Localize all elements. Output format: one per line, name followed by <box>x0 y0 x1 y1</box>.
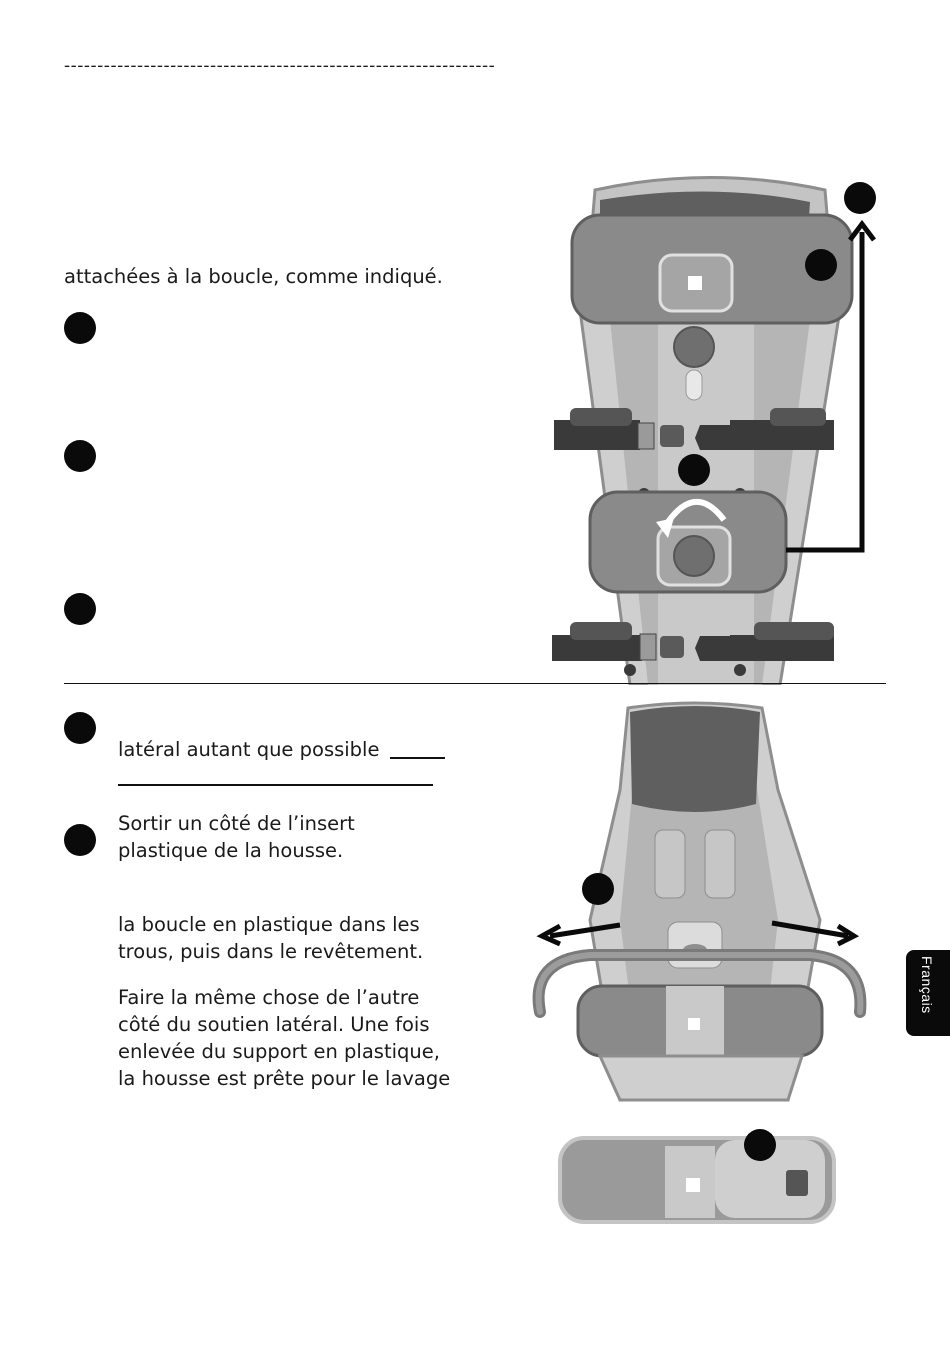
section-divider <box>64 683 886 684</box>
step-marker-5 <box>64 824 96 856</box>
step4-line4: la housse est prête pour le lavage <box>118 1067 451 1090</box>
seat-illustration-top <box>552 176 876 685</box>
step-marker-3 <box>64 593 96 625</box>
seat-illustration-bottom <box>532 701 867 1224</box>
step3-line2: trous, puis dans le revêtement. <box>118 940 424 963</box>
header-rule: ----------------------------------------… <box>64 56 496 76</box>
language-tab-label: Français <box>919 956 935 1014</box>
step-marker-4 <box>64 712 96 744</box>
step-marker-1 <box>64 312 96 344</box>
language-tab[interactable]: Français <box>906 950 950 1036</box>
blank-line <box>118 784 433 786</box>
step4-line2: côté du soutien latéral. Une fois <box>118 1013 430 1036</box>
blank-line <box>390 757 445 759</box>
step4-line1: Faire la même chose de l’autre <box>118 986 420 1009</box>
step2-line1: Sortir un côté de l’insert <box>118 812 355 835</box>
step1-line1: latéral autant que possible <box>118 738 380 761</box>
intro-text: attachées à la boucle, comme indiqué. <box>64 265 443 288</box>
step3-line1: la boucle en plastique dans les <box>118 913 420 936</box>
step2-line2: plastique de la housse. <box>118 839 344 862</box>
step-marker-2 <box>64 440 96 472</box>
step4-line3: enlevée du support en plastique, <box>118 1040 440 1063</box>
